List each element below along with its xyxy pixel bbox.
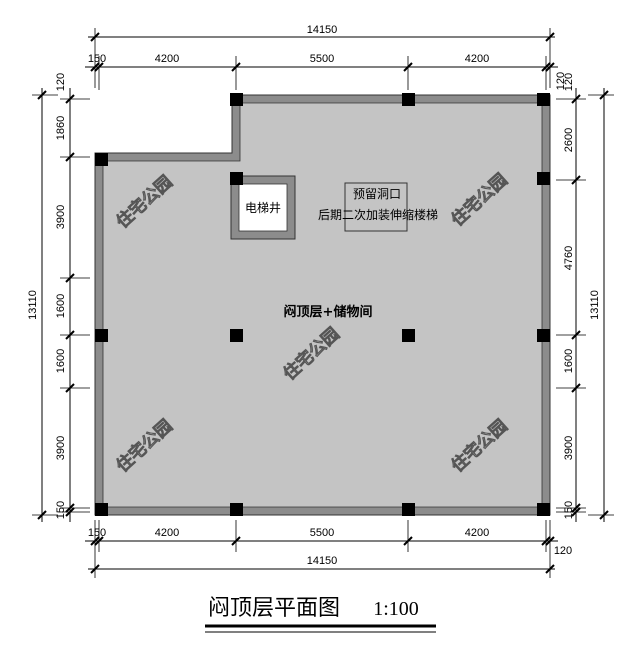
elevator-shaft-interior — [238, 183, 288, 232]
dim-top-right: 120 — [555, 72, 567, 90]
dim-left-top: 120 — [55, 73, 67, 91]
elevator-label: 电梯井 — [245, 201, 281, 215]
dim-left-bottom: 150 — [55, 501, 67, 519]
dim-top-left: 150 — [88, 53, 106, 65]
column — [537, 172, 550, 185]
dim-right-seg-3: 1600 — [563, 349, 575, 373]
dim-top-total: 14150 — [307, 24, 338, 36]
dim-bottom-total: 14150 — [307, 555, 338, 567]
left-dimensions: 120 1860 3900 1600 1600 3900 150 13110 — [27, 73, 90, 522]
dim-left-seg-3: 1600 — [55, 294, 67, 318]
dim-bottom-left: 150 — [88, 527, 106, 539]
dim-left-total: 13110 — [27, 290, 39, 320]
dim-right-total: 13110 — [589, 290, 601, 320]
dim-right-top: 120 — [563, 73, 575, 91]
column — [537, 503, 550, 516]
dim-left-seg-5: 3900 — [55, 436, 67, 460]
title-block: 闷顶层平面图 1:100 — [205, 596, 436, 633]
column — [230, 503, 243, 516]
dim-left-seg-4: 1600 — [55, 349, 67, 373]
column — [95, 153, 108, 166]
opening-label-line2: 后期二次加装伸缩楼梯 — [318, 207, 438, 222]
top-dimensions: 14150 150 4200 5500 4200 120 — [85, 24, 567, 90]
building — [94, 94, 551, 516]
dim-bottom-seg-1: 4200 — [155, 527, 179, 539]
dim-right-seg-4: 3900 — [563, 436, 575, 460]
dim-right-seg-2: 4760 — [563, 246, 575, 270]
column — [402, 503, 415, 516]
column — [230, 93, 243, 106]
drawing-title: 闷顶层平面图 — [208, 596, 340, 621]
column — [230, 172, 243, 185]
column — [402, 93, 415, 106]
right-dimensions: 120 2600 4760 1600 3900 150 13110 — [556, 73, 614, 522]
dim-bottom-seg-3: 4200 — [465, 527, 489, 539]
reserved-opening — [344, 182, 408, 232]
column — [402, 329, 415, 342]
dim-bottom-right: 120 — [554, 545, 572, 557]
dim-top-seg-3: 4200 — [465, 53, 489, 65]
dim-left-seg-1: 1860 — [55, 116, 67, 140]
main-room-label: 闷顶层+储物间 — [284, 304, 373, 320]
column — [95, 329, 108, 342]
column — [230, 329, 243, 342]
column — [95, 503, 108, 516]
dim-left-seg-2: 3900 — [55, 205, 67, 229]
dim-right-seg-1: 2600 — [563, 128, 575, 152]
dim-top-seg-2: 5500 — [310, 53, 334, 65]
column — [537, 93, 550, 106]
drawing-scale: 1:100 — [373, 598, 419, 620]
columns — [95, 93, 550, 516]
opening-label-line1: 预留洞口 — [353, 187, 401, 201]
dim-bottom-seg-2: 5500 — [310, 527, 334, 539]
bottom-dimensions: 150 4200 5500 4200 14150 120 — [85, 520, 572, 578]
dim-right-bottom: 150 — [563, 501, 575, 519]
dim-top-seg-1: 4200 — [155, 53, 179, 65]
column — [537, 329, 550, 342]
